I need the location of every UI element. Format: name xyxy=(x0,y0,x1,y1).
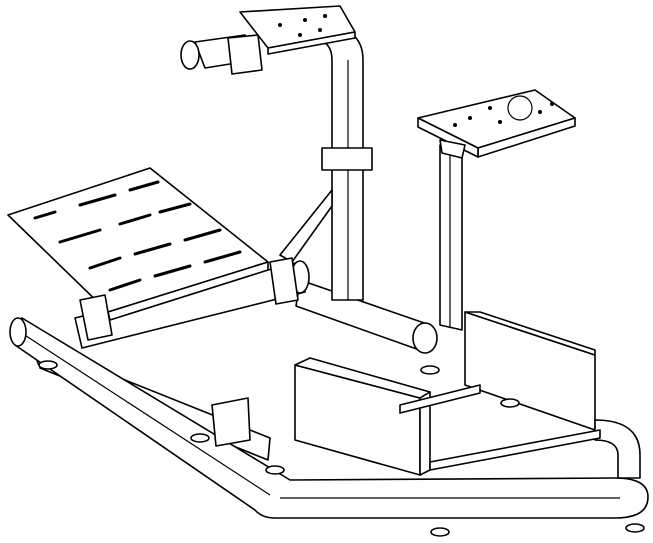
seat-slider-rails xyxy=(399,384,601,471)
center-cross-tube xyxy=(295,279,438,354)
wheel-mount-knob xyxy=(180,34,263,75)
pedal-hinge-right xyxy=(269,257,299,305)
wheel-mount-plate xyxy=(239,5,356,55)
seat-bracket-front xyxy=(294,357,431,476)
leveling-feet xyxy=(38,360,645,537)
rail-clamp xyxy=(211,397,251,447)
shifter-plate xyxy=(417,89,576,159)
shifter-post xyxy=(439,144,463,331)
diagonal-brace xyxy=(279,189,333,263)
seat-bracket-right xyxy=(464,311,596,431)
front-base-rail xyxy=(9,317,649,519)
pedal-hinge-left xyxy=(79,294,113,341)
pedal-plate xyxy=(7,167,269,321)
post-clamp xyxy=(321,147,373,171)
